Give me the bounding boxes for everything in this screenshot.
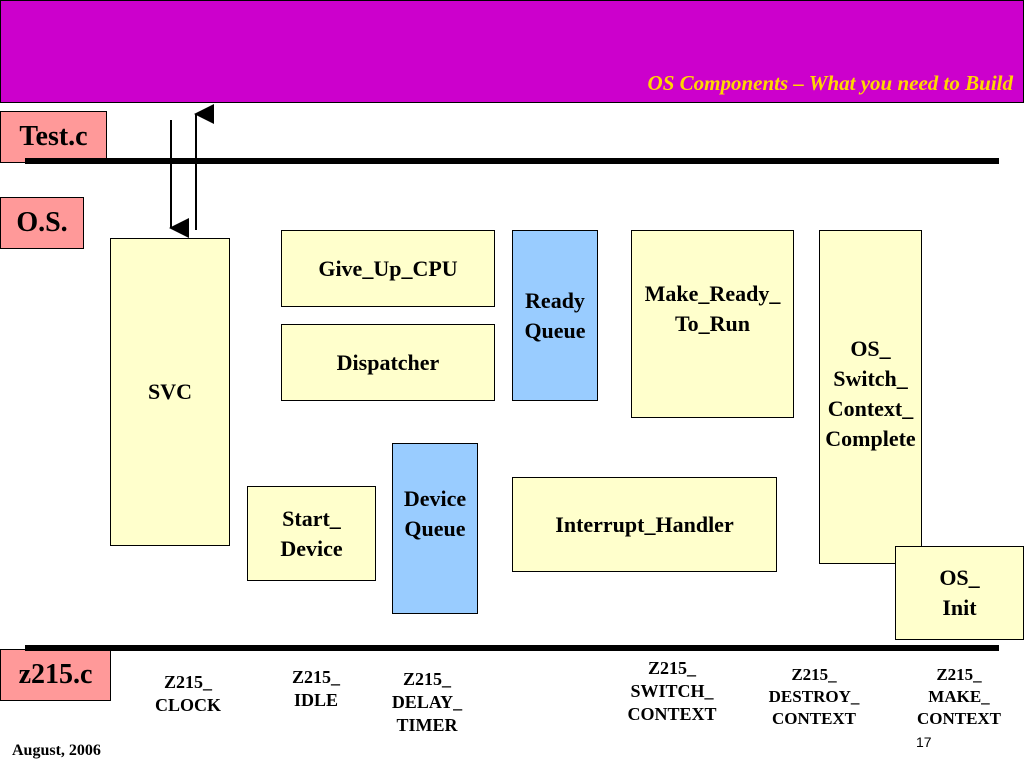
layer-label-hardware: z215.c — [0, 649, 111, 701]
give-up-cpu-box: Give_Up_CPU — [281, 230, 495, 307]
device-queue-line-2: Queue — [404, 515, 466, 541]
start-device-line-2: Device — [280, 535, 343, 561]
slide-title: OS Components – What you need to Build — [647, 71, 1013, 95]
ready-queue-line-1: Ready — [525, 287, 585, 313]
z215-destroy-context: Z215_ DESTROY_ CONTEXT — [744, 664, 884, 730]
footer-date: August, 2006 — [12, 742, 101, 759]
z215-idle: Z215_ IDLE — [246, 666, 386, 712]
z215-clock: Z215_ CLOCK — [118, 671, 258, 717]
z215-make-context-line-3: CONTEXT — [916, 709, 1002, 728]
z215-destroy-context-line-3: CONTEXT — [771, 709, 857, 728]
divider-test-os — [25, 158, 999, 164]
give-up-cpu-label: Give_Up_CPU — [318, 255, 458, 281]
os-switch-context-complete-box: OS_ Switch_ Context_ Complete — [819, 230, 922, 564]
make-ready-to-run-line-2: To_Run — [674, 311, 750, 336]
z215-delay-timer-line-2: DELAY_ — [391, 692, 463, 712]
os-switch-line-2: Switch_ — [833, 366, 908, 391]
device-queue-box: Device Queue — [392, 443, 478, 614]
z215-switch-context-line-2: SWITCH_ — [630, 681, 714, 701]
device-queue-line-1: Device — [403, 485, 467, 511]
svc-label: SVC — [147, 379, 192, 404]
make-ready-to-run-box: Make_Ready_ To_Run — [631, 230, 794, 418]
z215-idle-line-1: Z215_ — [291, 667, 340, 687]
ready-queue-box: Ready Queue — [512, 230, 598, 401]
svc-box: SVC — [110, 238, 230, 546]
z215-delay-timer-line-1: Z215_ — [402, 669, 451, 689]
interrupt-handler-box: Interrupt_Handler — [512, 477, 777, 572]
z215-switch-context-line-1: Z215_ — [647, 658, 696, 678]
layer-label-os: O.S. — [0, 197, 84, 249]
z215-switch-context-line-3: CONTEXT — [627, 704, 717, 724]
os-switch-line-1: OS_ — [850, 336, 891, 361]
z215-delay-timer-line-3: TIMER — [396, 715, 458, 735]
z215-switch-context: Z215_ SWITCH_ CONTEXT — [602, 657, 742, 726]
dispatcher-box: Dispatcher — [281, 324, 495, 401]
z215-delay-timer: Z215_ DELAY_ TIMER — [357, 668, 497, 737]
z215-destroy-context-line-1: Z215_ — [791, 665, 837, 684]
os-init-line-1: OS_ — [939, 565, 980, 590]
make-ready-to-run-line-1: Make_Ready_ — [644, 281, 781, 306]
divider-os-hardware — [25, 645, 999, 651]
title-bar: OS Components – What you need to Build — [0, 0, 1024, 103]
interrupt-handler-label: Interrupt_Handler — [555, 511, 734, 537]
z215-make-context: Z215_ MAKE_ CONTEXT — [894, 664, 1024, 730]
z215-destroy-context-line-2: DESTROY_ — [768, 687, 860, 706]
os-switch-line-4: Complete — [825, 426, 916, 451]
os-init-line-2: Init — [942, 595, 977, 620]
dispatcher-label: Dispatcher — [336, 349, 440, 375]
z215-clock-line-2: CLOCK — [154, 695, 221, 715]
z215-clock-line-1: Z215_ — [163, 672, 212, 692]
z215-idle-line-2: IDLE — [293, 690, 338, 710]
page-number: 17 — [916, 734, 932, 750]
ready-queue-line-2: Queue — [524, 317, 586, 343]
os-switch-line-3: Context_ — [827, 396, 914, 421]
start-device-line-1: Start_ — [282, 505, 341, 531]
start-device-box: Start_ Device — [247, 486, 376, 581]
z215-make-context-line-1: Z215_ — [936, 665, 982, 684]
z215-make-context-line-2: MAKE_ — [928, 687, 990, 706]
os-init-box: OS_ Init — [895, 546, 1024, 640]
